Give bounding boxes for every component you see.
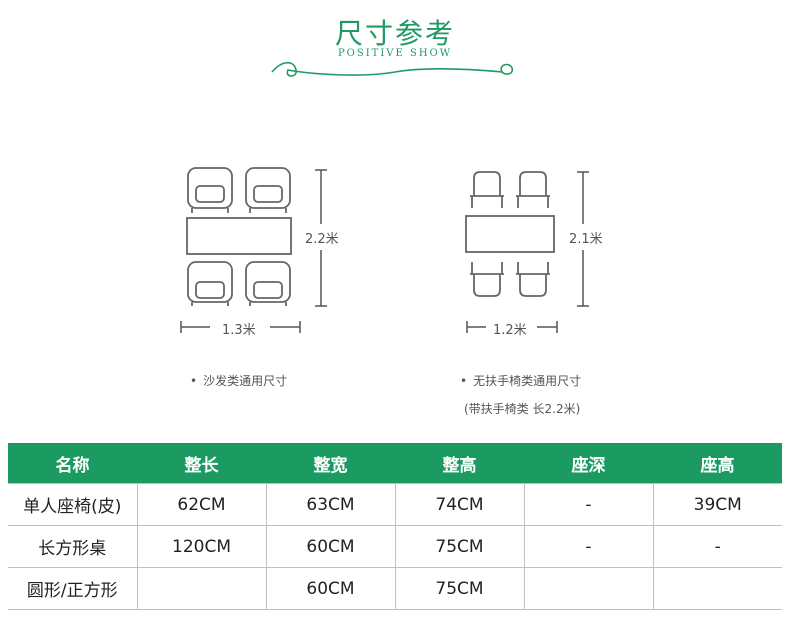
page-subtitle: POSITIVE SHOW [337,48,453,59]
sofa-layout-diagram [180,167,589,333]
table-cell [136,567,267,610]
armchair-icon [245,261,291,306]
sofa-caption: • 沙发类通用尺寸 [190,372,287,389]
table-cell [652,567,782,610]
table-cell: 74CM [394,483,525,526]
table-cell: 62CM [136,483,267,526]
chair-note: (带扶手椅类 长2.2米) [464,402,581,416]
chair-caption: • 无扶手椅类通用尺寸 [460,372,581,389]
table-cell: 75CM [394,525,525,568]
height-dimension-label: 2.1米 [569,232,603,247]
decorative-swoosh [271,61,514,77]
table-cell [523,567,654,610]
width-dimension-label: 1.2米 [493,323,527,338]
chair-caption-text: 无扶手椅类通用尺寸 [473,374,582,388]
width-dimension-label: 1.3米 [222,323,256,338]
armchair-icon [187,261,233,306]
table-cell: 120CM [136,525,267,568]
table-cell: 60CM [265,567,396,610]
column-header: 整高 [395,443,524,484]
chair-icon [516,171,550,208]
table-icon [186,217,292,255]
height-dimension-label: 2.2米 [305,232,339,247]
table-cell: 75CM [394,567,525,610]
armchair-icon [187,167,233,213]
column-header: 整长 [137,443,266,484]
table-icon [465,215,555,253]
table-row: 长方形桌 120CM 60CM 75CM - - [8,525,782,568]
column-header: 座深 [524,443,653,484]
table-cell: 63CM [265,483,396,526]
chair-icon [470,262,504,297]
spec-table: 名称 整长 整宽 整高 座深 座高 单人座椅(皮) 62CM 63CM 74CM… [8,443,782,610]
column-header: 名称 [8,443,137,484]
table-cell: 圆形/正方形 [8,567,138,610]
table-row: 单人座椅(皮) 62CM 63CM 74CM - 39CM [8,483,782,526]
armchair-icon [245,167,291,213]
sofa-caption-text: 沙发类通用尺寸 [203,374,288,388]
table-cell: 60CM [265,525,396,568]
table-row: 圆形/正方形 60CM 75CM [8,567,782,610]
table-cell: 长方形桌 [8,525,138,568]
column-header: 整宽 [266,443,395,484]
table-cell: - [523,525,654,568]
table-cell: - [523,483,654,526]
chair-icon [516,262,550,297]
bullet: • [460,374,468,388]
table-cell: 单人座椅(皮) [8,483,138,526]
bullet: • [190,374,198,388]
column-header: 座高 [653,443,782,484]
chair-icon [470,171,504,208]
table-cell: - [652,525,782,568]
page-title: 尺寸参考 [334,17,455,50]
table-cell: 39CM [652,483,782,526]
table-header-row: 名称 整长 整宽 整高 座深 座高 [8,443,782,484]
